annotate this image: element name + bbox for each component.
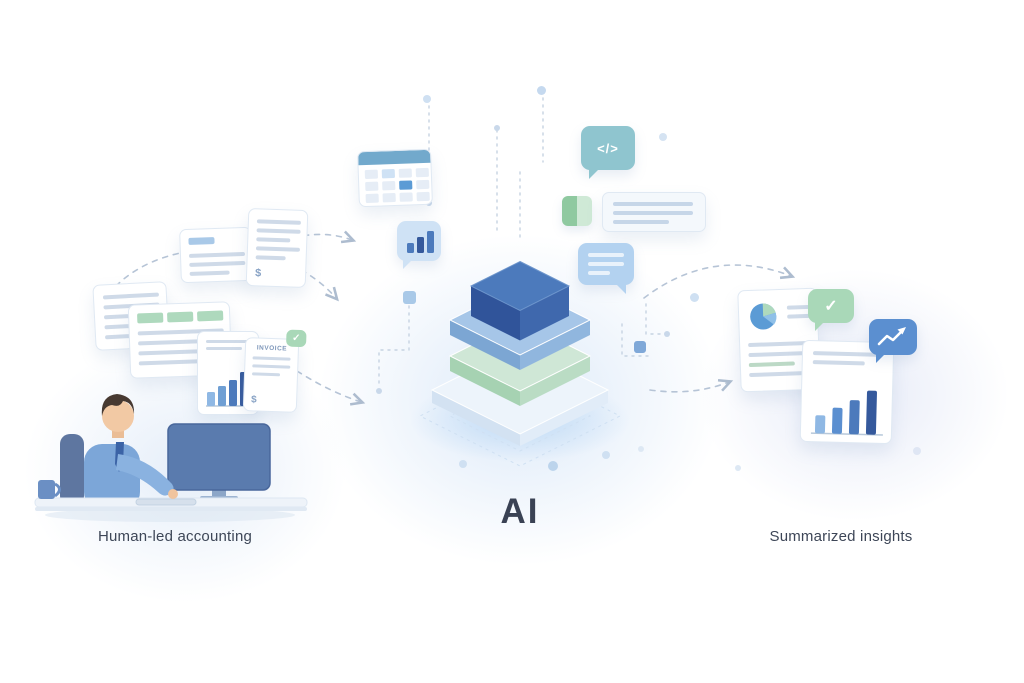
chair: [60, 434, 84, 506]
bubble-tail: [615, 283, 626, 294]
text-line: [256, 237, 291, 243]
decor-dot: [423, 95, 431, 103]
decor-dot: [459, 460, 467, 468]
bar-chart-icon: [810, 390, 883, 436]
floor-shadow: [45, 508, 295, 522]
text-line: [188, 251, 246, 258]
text-line: [189, 260, 246, 267]
text-line: [613, 211, 693, 215]
report-doc-bars: [799, 339, 895, 445]
coffee-mug: [38, 480, 61, 499]
receipt-doc: $: [245, 207, 309, 289]
decor-dot: [602, 451, 610, 459]
trend-bubble-icon: [869, 319, 917, 363]
decor-dot: [659, 133, 667, 141]
folder-tile-icon: [562, 196, 592, 226]
decor-dot: [537, 86, 546, 95]
check-glyph: ✓: [291, 332, 301, 345]
bubble-line: [588, 271, 610, 275]
tile-left: [562, 196, 577, 226]
right-caption: Summarized insights: [769, 528, 913, 545]
circuit-node-square: [403, 291, 416, 304]
note-card-1: [179, 226, 253, 284]
calendar-grid: [364, 167, 430, 203]
table-header-cell: [197, 310, 224, 322]
keyboard: [135, 498, 197, 506]
text-line: [255, 255, 286, 261]
text-line: [613, 220, 669, 224]
decor-dot: [913, 447, 921, 455]
person-arm: [116, 454, 178, 499]
code-glyph: </>: [597, 140, 619, 156]
monitor: [167, 423, 271, 501]
text-line: [189, 270, 230, 276]
check-chip-icon: ✓: [286, 329, 307, 348]
note-card-top: [602, 192, 706, 232]
decor-dot: [638, 446, 644, 452]
highlight-bar: [188, 237, 215, 245]
bar-chart-glyph: [407, 231, 434, 253]
text-line: [749, 371, 806, 378]
currency-symbol: $: [254, 267, 262, 280]
table-header-cell: [167, 311, 194, 323]
table-header-cell: [137, 312, 164, 324]
person-at-desk: [34, 394, 308, 522]
text-line: [812, 360, 865, 366]
text-line: [256, 228, 301, 234]
check-bubble-icon: ✓: [808, 289, 854, 331]
decor-dot: [735, 465, 741, 471]
left-caption: Human-led accounting: [97, 528, 253, 545]
circuit-node-square: [634, 341, 646, 353]
bubble-line: [588, 253, 624, 257]
bubble-tail: [876, 353, 886, 363]
person: [84, 394, 140, 510]
text-line: [255, 246, 301, 252]
bubble-tail: [815, 321, 825, 331]
text-line: [613, 202, 693, 206]
tile-right: [577, 196, 592, 226]
pie-chart-icon: [750, 303, 777, 330]
calendar-icon: [357, 148, 433, 208]
text-line: [748, 340, 811, 348]
trend-arrow-glyph: [877, 327, 906, 346]
check-glyph: ✓: [824, 298, 838, 315]
code-bubble-icon: </>: [581, 126, 635, 179]
bubble-line: [588, 262, 624, 266]
text-line: [748, 361, 795, 368]
bubble-tail: [589, 168, 600, 179]
text-line: [206, 347, 242, 350]
bubble-tail: [403, 259, 413, 269]
bar-chart-bubble-icon: [397, 221, 441, 269]
decor-dot: [548, 461, 558, 471]
ai-stack-icon: [410, 260, 630, 467]
report-doc-pie: [737, 287, 821, 393]
center-caption: AI: [500, 492, 540, 531]
chat-bubble-icon: [578, 243, 634, 294]
arrow-center-to-right-2: [649, 378, 734, 393]
text-line: [102, 292, 160, 300]
stack-cube-top: [469, 260, 571, 341]
text-line: [256, 219, 301, 225]
text-line: [206, 340, 252, 343]
decor-dot: [690, 293, 699, 302]
